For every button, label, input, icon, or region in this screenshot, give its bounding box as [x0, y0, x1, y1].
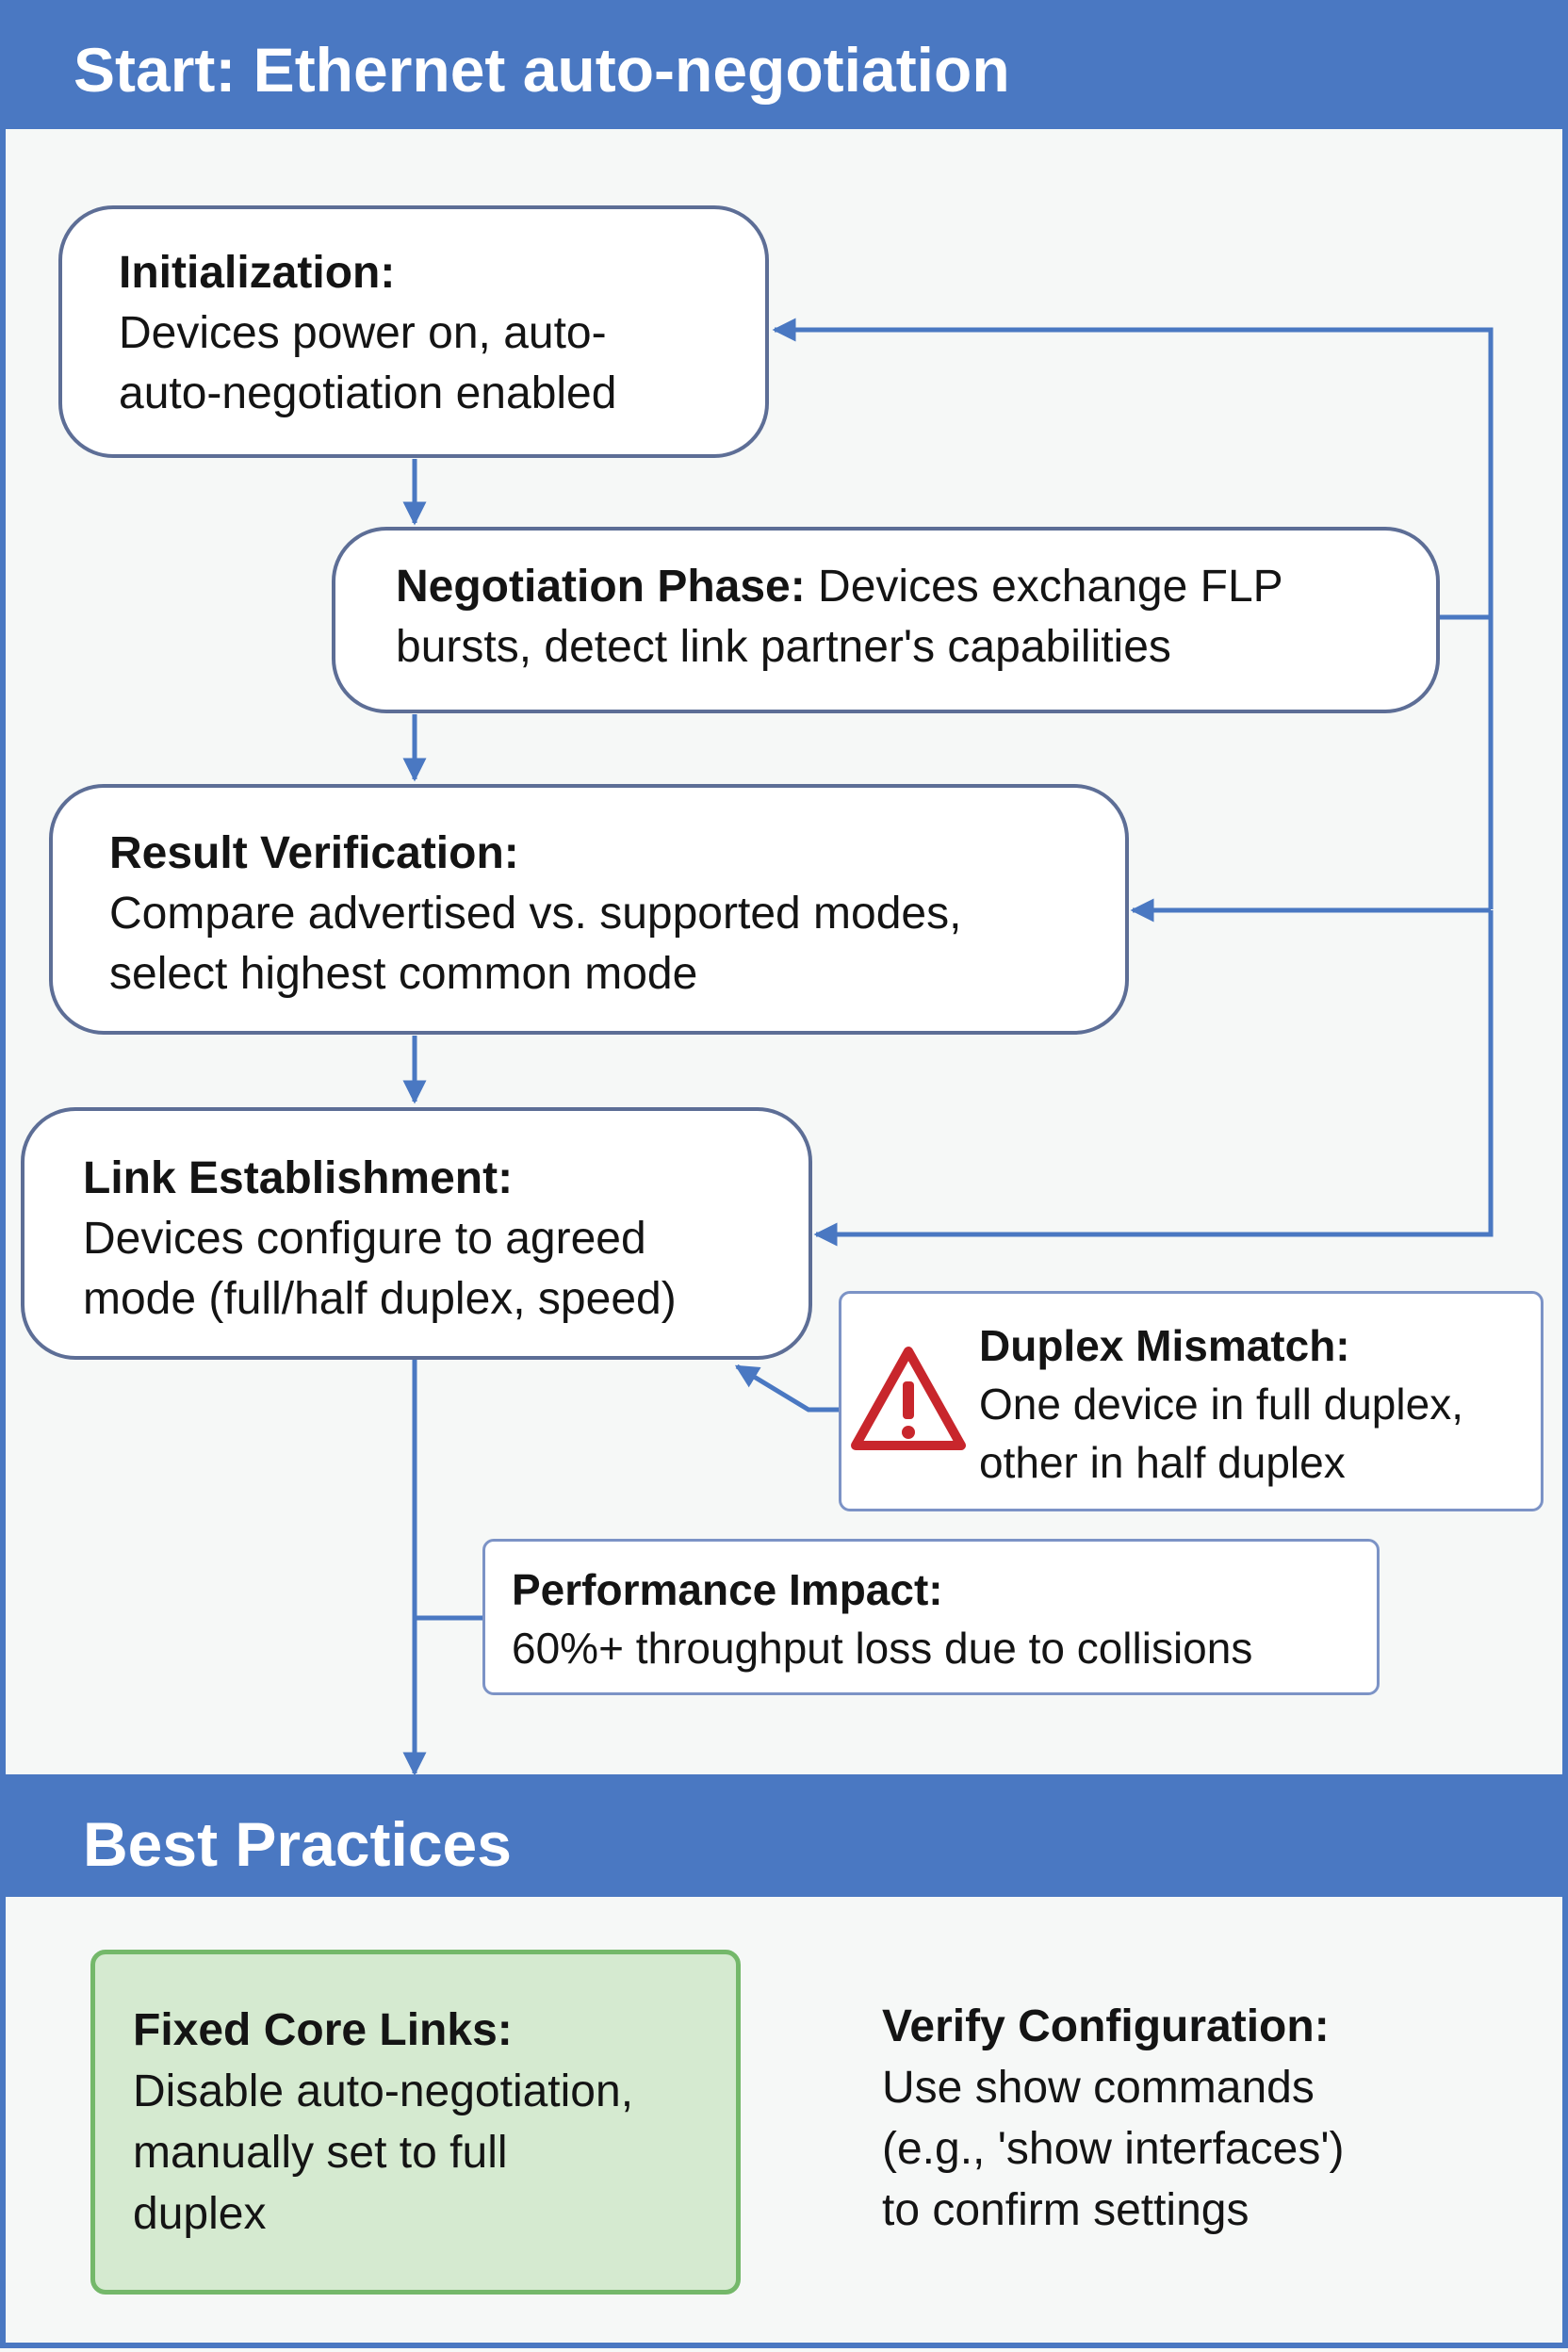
- step-establishment-title: Link Establishment:: [83, 1153, 514, 1203]
- card-verify-configuration: Verify Configuration: Use show commands …: [882, 1996, 1523, 2241]
- best-practices-banner: Best Practices: [0, 1774, 1568, 1897]
- step-verification: Result Verification: Compare advertised …: [49, 784, 1129, 1035]
- card-fixed-core-links-line-2: manually set to full: [133, 2128, 508, 2178]
- card-fixed-core-links: Fixed Core Links: Disable auto-negotiati…: [90, 1950, 741, 2295]
- note-performance-impact-title: Performance Impact:: [512, 1565, 943, 1614]
- arrow-mismatch-to-establishment: [734, 1364, 839, 1413]
- card-verify-configuration-line-2: (e.g., 'show interfaces'): [882, 2124, 1345, 2174]
- step-initialization: Initialization: Devices power on, auto- …: [58, 205, 769, 458]
- step-initialization-line-1: Devices power on, auto-: [119, 308, 607, 358]
- step-negotiation-title: Negotiation Phase:: [396, 562, 806, 612]
- card-verify-configuration-line-3: to confirm settings: [882, 2185, 1250, 2235]
- step-initialization-line-2: auto-negotiation enabled: [119, 368, 617, 418]
- note-duplex-mismatch-line-2: other in half duplex: [979, 1438, 1346, 1487]
- card-verify-configuration-title: Verify Configuration:: [882, 2001, 1330, 2051]
- header-banner: Start: Ethernet auto-negotiation: [0, 0, 1568, 129]
- page-title: Start: Ethernet auto-negotiation: [74, 35, 1010, 105]
- note-duplex-mismatch: Duplex Mismatch: One device in full dupl…: [839, 1291, 1544, 1511]
- best-practices-title: Best Practices: [83, 1809, 512, 1879]
- step-verification-line-1: Compare advertised vs. supported modes,: [109, 889, 962, 939]
- note-performance-impact-line-1: 60%+ throughput loss due to collisions: [512, 1624, 1253, 1673]
- step-establishment: Link Establishment: Devices configure to…: [21, 1107, 812, 1360]
- card-verify-configuration-line-1: Use show commands: [882, 2063, 1315, 2113]
- feedback-loop-line: [772, 318, 1494, 620]
- card-fixed-core-links-title: Fixed Core Links:: [133, 2005, 513, 2055]
- step-establishment-line-2: mode (full/half duplex, speed): [83, 1274, 677, 1324]
- step-initialization-title: Initialization:: [119, 248, 396, 298]
- warning-triangle-icon: [851, 1347, 966, 1450]
- step-negotiation: Negotiation Phase: Devices exchange FLP …: [332, 527, 1440, 713]
- note-duplex-mismatch-title: Duplex Mismatch:: [979, 1321, 1350, 1370]
- step-negotiation-line-2: bursts, detect link partner's capabiliti…: [396, 622, 1171, 672]
- card-fixed-core-links-line-1: Disable auto-negotiation,: [133, 2066, 634, 2116]
- step-verification-line-2: select highest common mode: [109, 949, 698, 999]
- note-performance-impact: Performance Impact: 60%+ throughput loss…: [482, 1539, 1380, 1695]
- feedback-to-establishment: [813, 910, 1494, 1247]
- step-verification-title: Result Verification:: [109, 828, 519, 878]
- step-negotiation-line-1: Devices exchange FLP: [805, 562, 1283, 612]
- step-establishment-line-1: Devices configure to agreed: [83, 1214, 646, 1264]
- card-fixed-core-links-line-3: duplex: [133, 2189, 267, 2239]
- note-duplex-mismatch-line-1: One device in full duplex,: [979, 1380, 1463, 1429]
